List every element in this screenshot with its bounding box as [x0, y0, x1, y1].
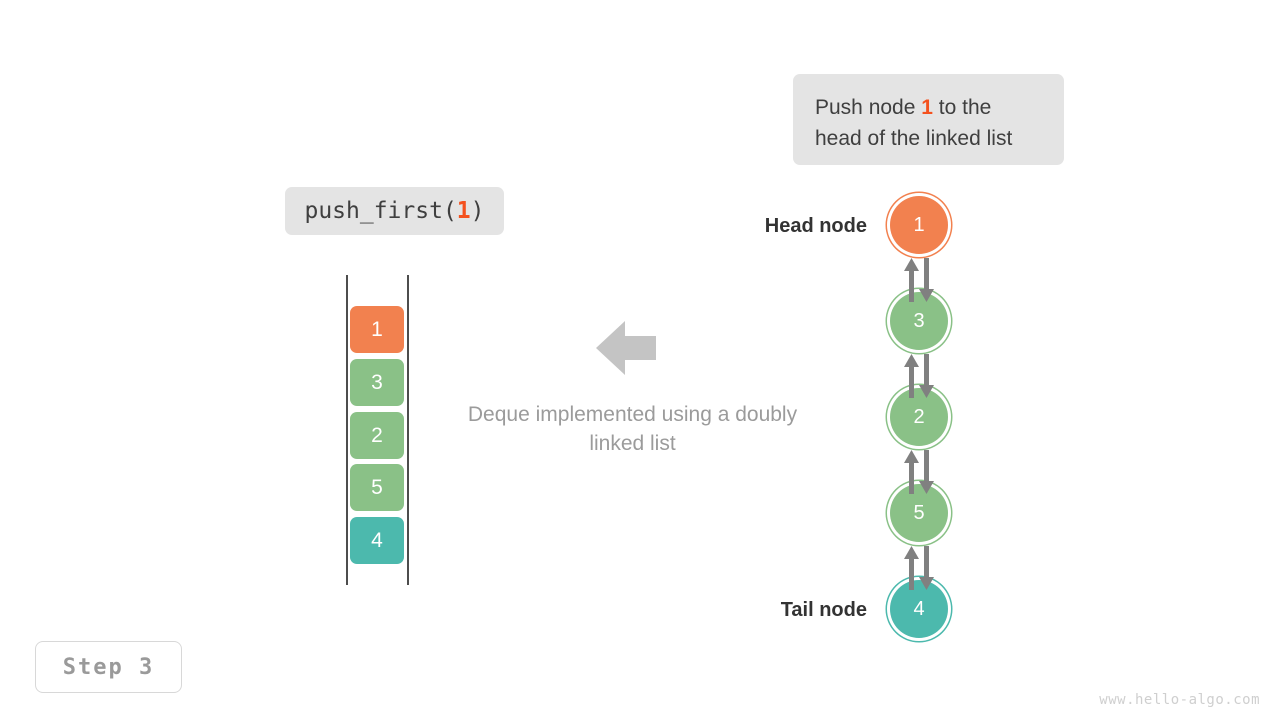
- stack-cell-value: 1: [371, 317, 383, 341]
- stack-cell-value: 5: [371, 475, 383, 499]
- stack-cell-value: 4: [371, 528, 383, 552]
- list-node-value: 1: [913, 213, 925, 236]
- watermark: www.hello-algo.com: [1099, 692, 1260, 708]
- doubly-linked-list: Head node Tail node 1 3 2 5 4: [740, 185, 990, 655]
- list-node: 1: [890, 196, 948, 254]
- left-arrow-icon: [596, 321, 656, 375]
- head-node-label: Head node: [764, 215, 867, 237]
- list-node: 4: [890, 580, 948, 638]
- push-operation-callout: Push node 1 to the head of the linked li…: [793, 74, 1064, 165]
- bidirectional-link-arrows: [904, 450, 934, 494]
- stack-cell: 4: [350, 517, 404, 564]
- stack-cell: 2: [350, 412, 404, 459]
- bidirectional-link-arrows: [904, 258, 934, 302]
- bidirectional-link-arrows: [904, 546, 934, 590]
- push-callout-highlight: 1: [921, 96, 933, 119]
- push-callout-suffix: to the head of the linked list: [815, 96, 1013, 150]
- stack-cell: 1: [350, 306, 404, 353]
- code-operation-callout: push_first(1): [285, 187, 504, 235]
- list-node-value: 3: [913, 309, 925, 332]
- stack-cell-value: 2: [371, 423, 383, 447]
- code-callout-highlight: 1: [456, 198, 471, 224]
- list-node-value: 5: [913, 501, 925, 524]
- list-node: 3: [890, 292, 948, 350]
- list-node: 2: [890, 388, 948, 446]
- bidirectional-link-arrows: [904, 354, 934, 398]
- code-callout-suffix: ): [470, 198, 485, 224]
- tail-node-label: Tail node: [780, 599, 867, 621]
- stack-rail-right: [407, 275, 409, 585]
- list-node: 5: [890, 484, 948, 542]
- push-callout-prefix: Push node: [815, 96, 922, 119]
- stack-cell: 3: [350, 359, 404, 406]
- list-node-value: 4: [913, 597, 925, 620]
- code-callout-prefix: push_first(: [304, 198, 457, 224]
- stack-cell-value: 3: [371, 370, 383, 394]
- list-node-value: 2: [913, 405, 925, 428]
- stack-cell: 5: [350, 464, 404, 511]
- deque-stack: 1 3 2 5 4: [330, 275, 430, 595]
- stack-rail-left: [346, 275, 348, 585]
- step-badge: Step 3: [35, 641, 182, 693]
- center-annotation: Deque implemented using a doubly linked …: [467, 403, 798, 455]
